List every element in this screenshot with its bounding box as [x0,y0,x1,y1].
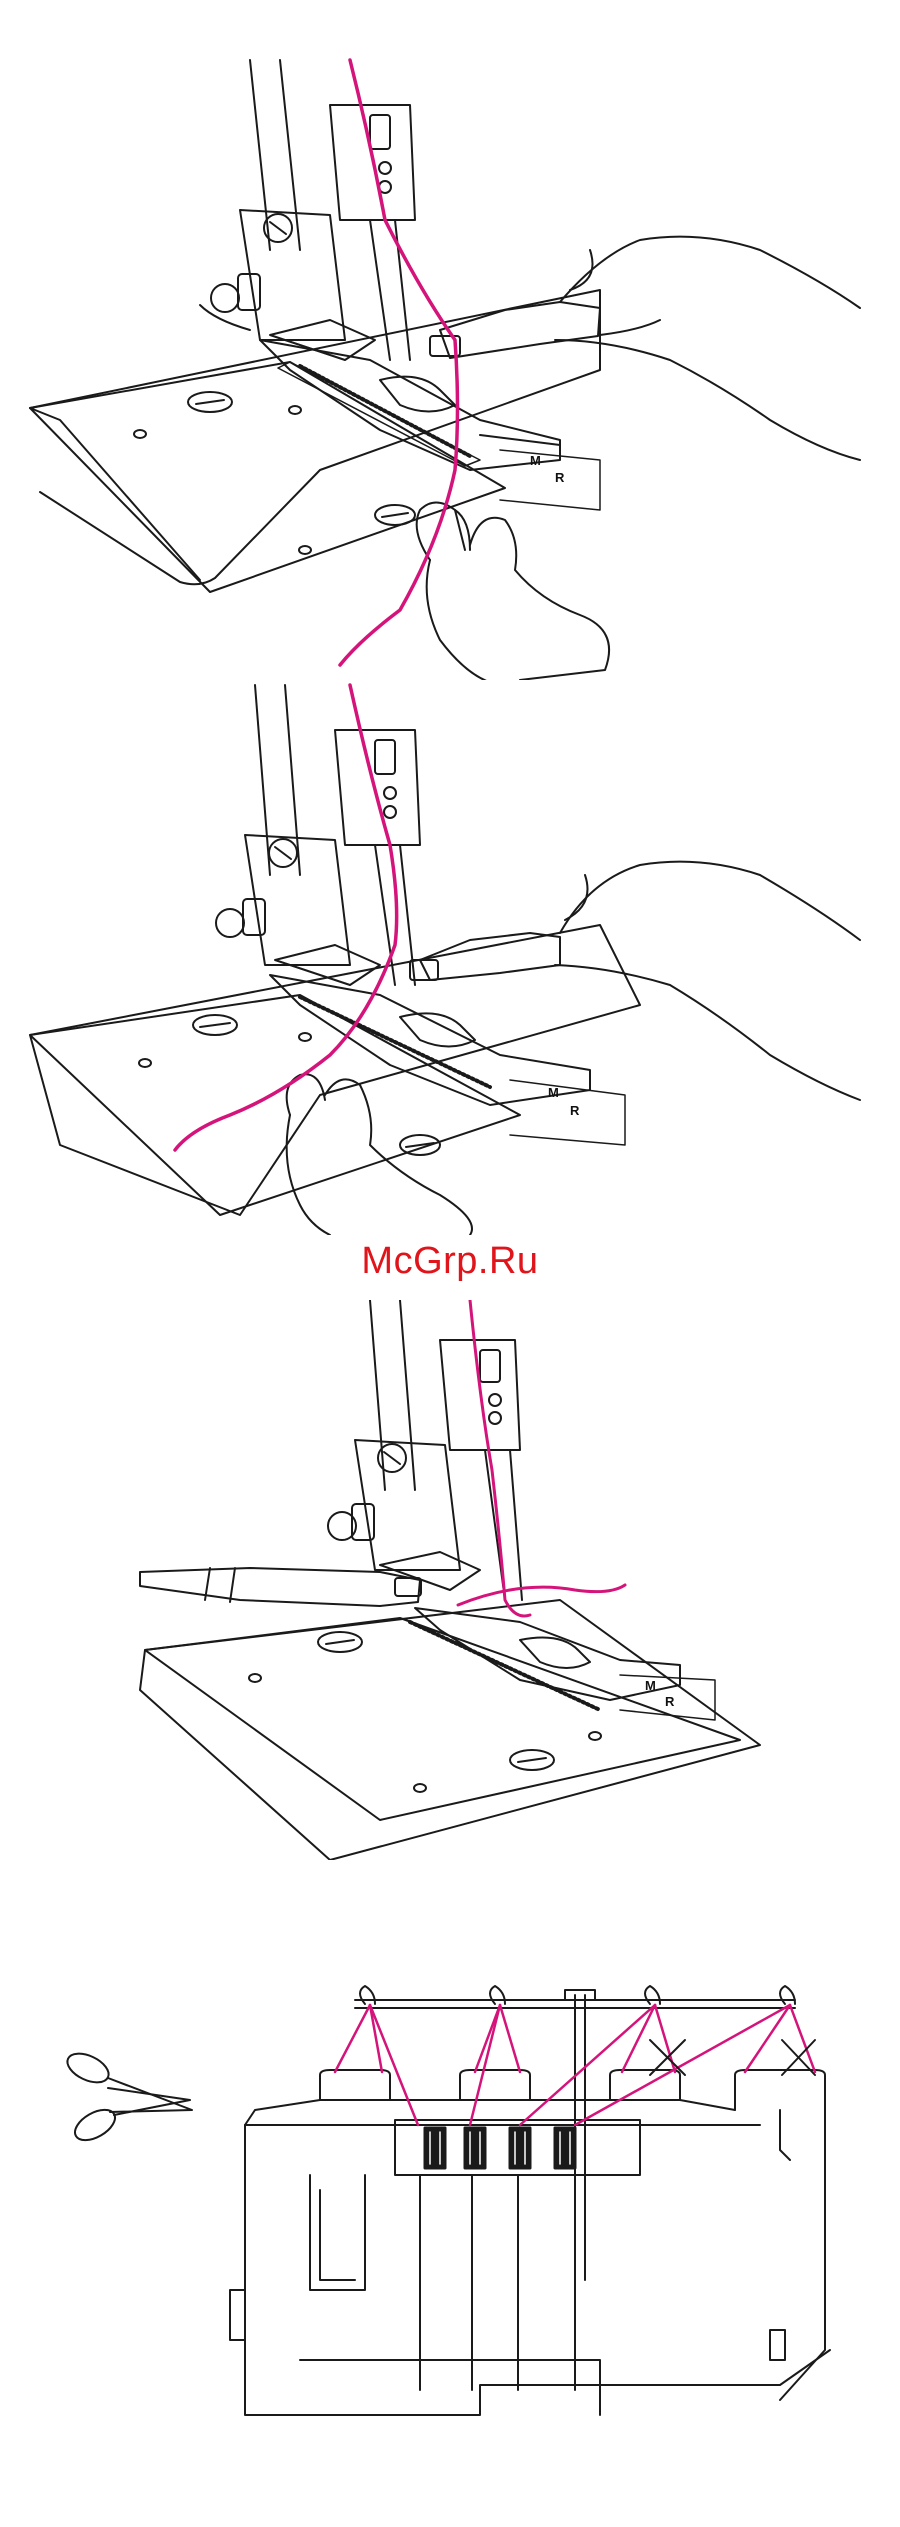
needle-clamp [335,730,420,845]
threader-tool [440,302,600,358]
right-hand [560,862,860,940]
cone-1 [320,2070,390,2100]
right-hand [560,237,860,308]
m-label: M [645,1678,656,1693]
needle-plate [145,1618,740,1820]
presser-foot [415,1608,680,1700]
m-label: M [548,1085,559,1100]
thread [340,60,458,665]
illustration-step-4 [0,1960,900,2527]
r-label: R [570,1103,580,1118]
illustration-step-2: M R [0,675,900,1235]
thread [175,685,397,1150]
illustration-step-3: M R [0,1300,900,1860]
scissors-icon [63,2048,192,2147]
r-label: R [665,1694,675,1709]
threader-tool [140,1568,420,1606]
presser-foot [270,975,590,1105]
watermark: McGrp.Ru [0,1240,900,1283]
presser-bar [250,60,270,250]
machine-body [245,2125,830,2415]
illustration-step-1: M R [0,40,900,680]
cone-2 [460,2070,530,2100]
needle-plate [30,362,505,592]
machine-bed [30,925,640,1215]
m-label: M [530,453,541,468]
r-label: R [555,470,565,485]
